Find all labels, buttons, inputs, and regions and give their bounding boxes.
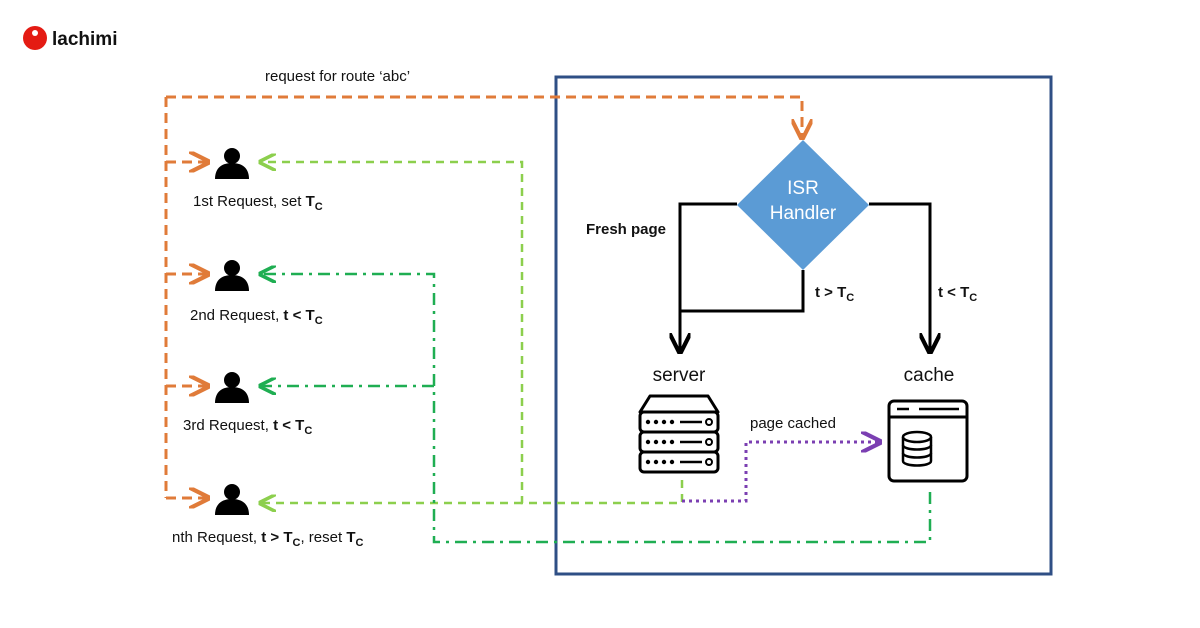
user-1 bbox=[215, 148, 249, 179]
user-icon bbox=[215, 148, 249, 179]
user-icon bbox=[215, 260, 249, 291]
page-cached-path bbox=[682, 442, 878, 503]
cache-response-path bbox=[262, 274, 932, 544]
user-icon bbox=[215, 372, 249, 403]
isr-container-box bbox=[554, 75, 1053, 576]
isr-handler: ISR Handler bbox=[737, 140, 869, 270]
server-label: server bbox=[653, 365, 706, 386]
isr-handler-line1: ISR bbox=[787, 178, 819, 199]
fresh-page-label: Fresh page bbox=[586, 221, 666, 238]
user-4 bbox=[215, 484, 249, 515]
brand-name: lachimi bbox=[52, 29, 117, 50]
user-1-label: 1st Request, set TC bbox=[193, 193, 323, 213]
user-2-label: 2nd Request, t < TC bbox=[190, 307, 323, 327]
page-cached-label: page cached bbox=[750, 415, 836, 432]
server-icon bbox=[638, 394, 720, 474]
isr-handler-line2: Handler bbox=[770, 203, 837, 224]
user-3 bbox=[215, 372, 249, 403]
user-4-label: nth Request, t > TC, reset TC bbox=[172, 529, 364, 549]
branch-mid-label: t > TC bbox=[815, 284, 854, 304]
user-2 bbox=[215, 260, 249, 291]
user-icon bbox=[215, 484, 249, 515]
handler-flow-lines bbox=[680, 202, 930, 350]
server-response-path bbox=[262, 162, 684, 503]
top-request-label: request for route ‘abc’ bbox=[265, 68, 410, 85]
logo-icon bbox=[23, 26, 47, 50]
cache-label: cache bbox=[904, 365, 955, 386]
request-path-orange bbox=[164, 95, 802, 498]
brand-logo: lachimi bbox=[23, 26, 117, 50]
branch-right-label: t < TC bbox=[938, 284, 977, 304]
isr-handler-diamond bbox=[737, 140, 869, 270]
cache-icon bbox=[887, 399, 969, 483]
user-3-label: 3rd Request, t < TC bbox=[183, 417, 312, 437]
